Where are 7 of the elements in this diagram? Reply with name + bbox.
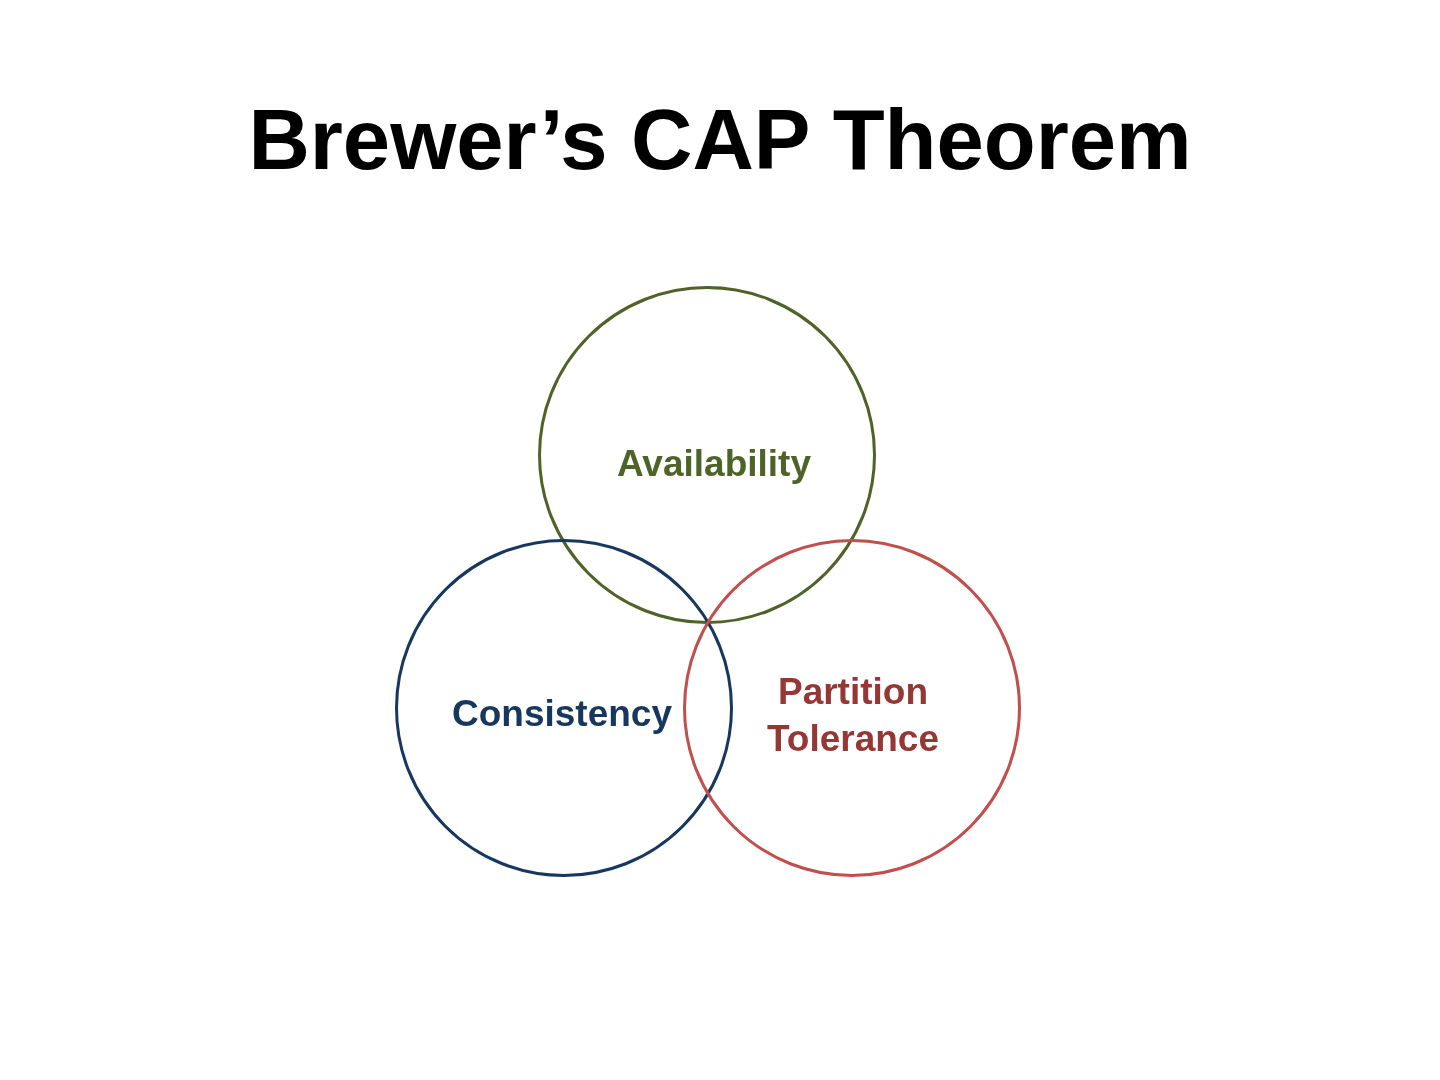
circle-label: Consistency: [452, 691, 672, 736]
title: Brewer’s CAP Theorem: [247, 91, 1193, 189]
circle-label: Partition Tolerance: [765, 670, 940, 761]
circle-label: Availability: [617, 441, 811, 486]
venn-circle: [395, 539, 733, 877]
venn-circle: [538, 286, 876, 624]
venn-circle: [683, 539, 1021, 877]
